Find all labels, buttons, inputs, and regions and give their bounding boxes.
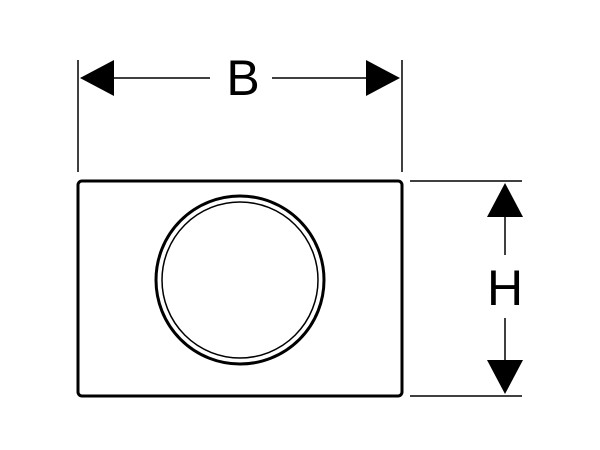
height-label: H <box>487 260 523 316</box>
button-inner-ring <box>161 201 319 359</box>
button-outer-ring <box>154 194 326 366</box>
height-arrowhead-top <box>487 183 523 217</box>
width-label: B <box>226 50 259 106</box>
width-arrowhead-left <box>80 60 114 96</box>
height-arrowhead-bottom <box>487 360 523 394</box>
plate-outline <box>76 179 404 398</box>
width-arrowhead-right <box>366 60 400 96</box>
